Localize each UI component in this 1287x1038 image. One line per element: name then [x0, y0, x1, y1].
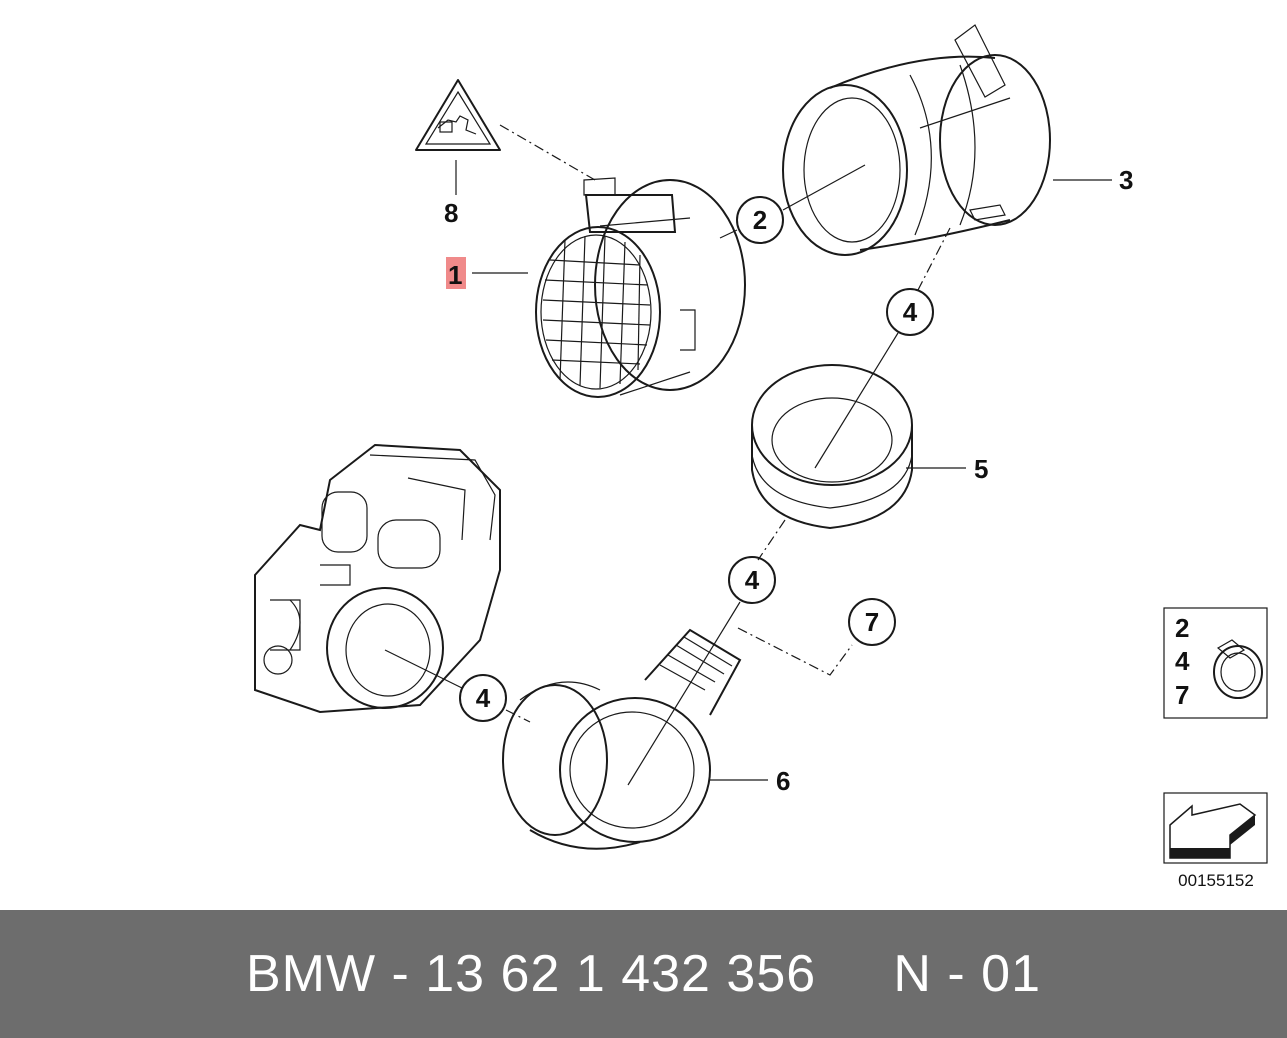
footer-bar: BMW - 13 62 1 432 356 N - 01 [0, 910, 1287, 1038]
clamp-legend-box [1163, 607, 1268, 719]
callout-4b: 4 [745, 565, 760, 595]
leader-4b-dash [757, 519, 786, 561]
callout-4b-circle [728, 556, 776, 604]
legend-item-7: 7 [1175, 680, 1189, 710]
callout-6: 6 [776, 766, 790, 796]
callout-2: 2 [753, 205, 767, 235]
callout-1-highlight [446, 257, 466, 289]
leader-2 [782, 164, 866, 211]
callout-2-circle [736, 196, 784, 244]
leader-7-dash [737, 627, 853, 676]
hose-clamp-icon [1213, 639, 1263, 699]
callout-4a: 4 [903, 297, 918, 327]
callout-5: 5 [974, 454, 988, 484]
callout-3: 3 [1119, 165, 1133, 195]
leader-8-dash [499, 124, 596, 181]
warning-triangle-icon [415, 79, 501, 151]
legend-item-4: 4 [1175, 646, 1190, 676]
throttle-body-part [254, 443, 501, 714]
legend-item-2: 2 [1175, 613, 1189, 643]
rubber-sleeve-part [751, 364, 913, 530]
callout-7: 7 [865, 607, 879, 637]
parts-diagram: 8 1 2 [254, 24, 1268, 890]
reference-arrow-icon [1169, 803, 1257, 859]
callout-8: 8 [444, 198, 458, 228]
callout-4c-circle [459, 674, 507, 722]
air-mass-meter-part [535, 177, 746, 398]
leader-4a-dash [917, 227, 951, 291]
diagram-id: 00155152 [1178, 871, 1254, 890]
elbow-hose-part [502, 628, 742, 850]
callout-4a-circle [886, 288, 934, 336]
callout-7-circle [848, 598, 896, 646]
part-number-title: BMW - 13 62 1 432 356 N - 01 [245, 945, 1042, 1003]
callout-4c: 4 [476, 683, 491, 713]
reference-box [1163, 792, 1268, 864]
intake-boot-part [782, 24, 1051, 256]
callout-1: 1 [448, 260, 462, 290]
